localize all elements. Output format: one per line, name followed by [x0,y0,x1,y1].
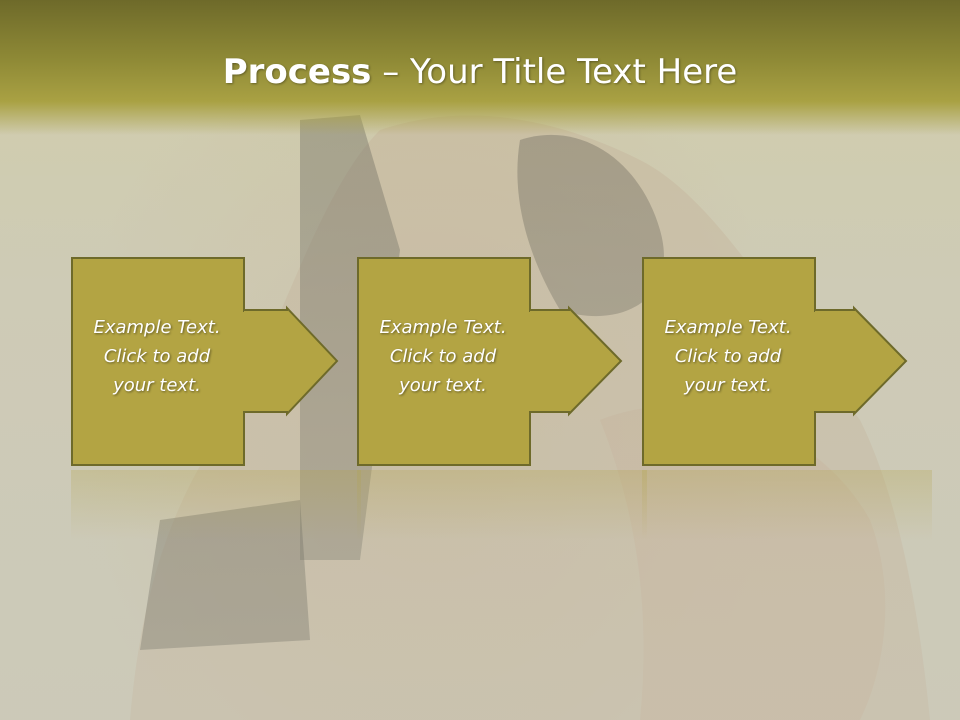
step-text[interactable]: Example Text. Click to add your text. [71,313,243,400]
step-line-1: Example Text. [93,317,221,338]
step-line-1: Example Text. [664,317,792,338]
step-reflection [357,470,647,540]
step-line-3: your text. [684,375,772,396]
slide-title[interactable]: Process – Your Title Text Here [0,52,960,92]
process-step-3[interactable]: Example Text. Click to add your text. [642,257,932,467]
step-line-3: your text. [113,375,201,396]
title-bar [0,0,960,135]
process-step-2[interactable]: Example Text. Click to add your text. [357,257,647,467]
step-line-3: your text. [399,375,487,396]
step-line-1: Example Text. [379,317,507,338]
step-text[interactable]: Example Text. Click to add your text. [357,313,529,400]
title-bold: Process [222,52,372,92]
step-text[interactable]: Example Text. Click to add your text. [642,313,814,400]
step-line-2: Click to add [103,346,211,367]
arrow-box-shape [642,257,908,466]
step-line-2: Click to add [674,346,782,367]
process-step-1[interactable]: Example Text. Click to add your text. [71,257,361,467]
step-reflection [71,470,361,540]
title-rest: – Your Title Text Here [371,52,738,92]
step-line-2: Click to add [389,346,497,367]
arrow-box-shape [71,257,339,466]
arrow-box-shape [357,257,623,466]
step-reflection [642,470,932,540]
